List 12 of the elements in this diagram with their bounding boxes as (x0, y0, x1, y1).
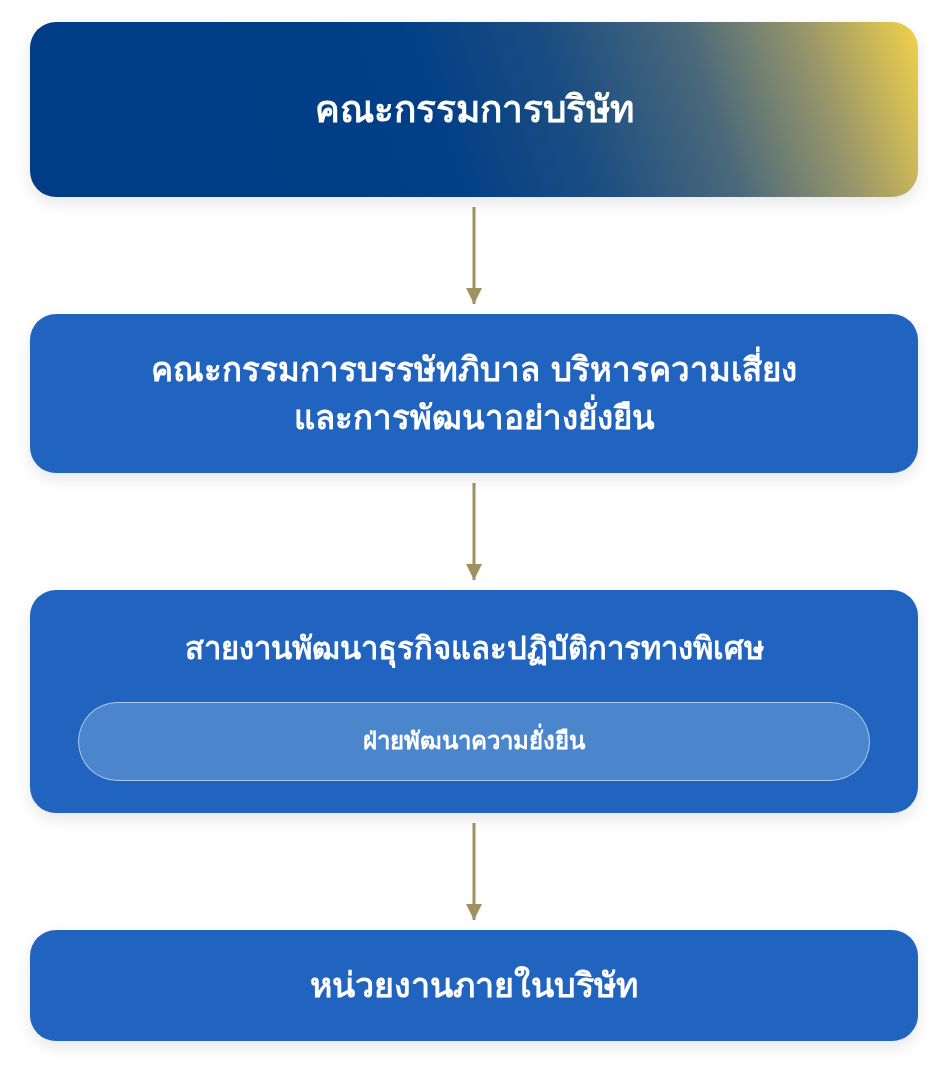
arrow (466, 207, 482, 304)
arrow (466, 483, 482, 580)
org-box (30, 22, 918, 197)
unit-name: หน่วยงานภายในบริษัท (310, 963, 638, 1007)
arrow (466, 823, 482, 920)
org-box (30, 590, 918, 813)
org-box (30, 314, 918, 473)
unit-name: คณะกรรมการบรรษัทภิบาล บริหารความเสี่ยง และการพัฒนาอย่างยั่งยืน (64, 345, 884, 442)
unit-name: สายงานพัฒนาธุรกิจและปฏิบัติการทางพิเศษ (184, 629, 764, 670)
unit-name: คณะกรรมการบริษัท (314, 86, 634, 133)
unit-name: ฝ่ายพัฒนาความยั่งยืน (363, 724, 585, 759)
org-box (30, 930, 918, 1041)
